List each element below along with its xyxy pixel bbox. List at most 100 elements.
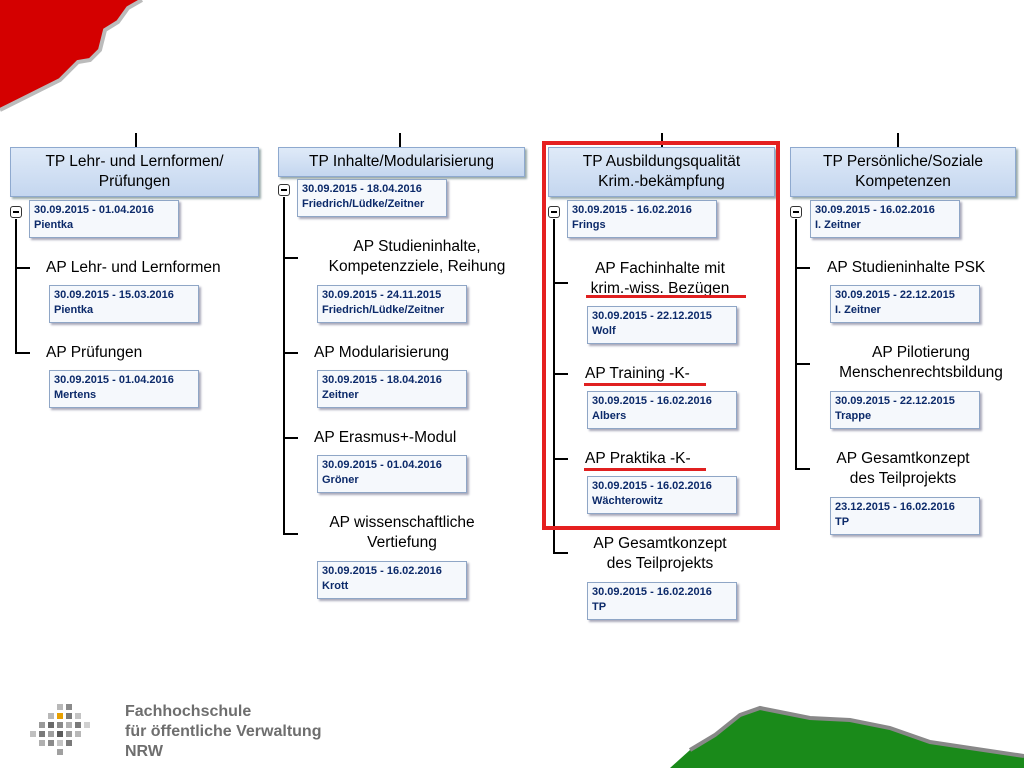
ap-date-box: 30.09.2015 - 16.02.2016 TP	[587, 582, 737, 620]
date-range: 30.09.2015 - 16.02.2016	[322, 565, 442, 577]
collapse-icon[interactable]	[278, 184, 290, 196]
tp-date-box: 30.09.2015 - 01.04.2016 Pientka	[29, 200, 179, 238]
date-range: 30.09.2015 - 01.04.2016	[34, 204, 154, 216]
responsible-person: Frings	[572, 219, 606, 231]
tree-branch	[283, 533, 298, 535]
ap-label: AP Praktika -K-	[585, 450, 691, 467]
tree-line	[795, 219, 797, 470]
tree-branch	[553, 458, 568, 460]
date-range: 30.09.2015 - 22.12.2015	[592, 310, 712, 322]
tp-header-line: TP Persönliche/Soziale	[823, 153, 983, 170]
connector-top-2	[399, 133, 401, 147]
date-range: 30.09.2015 - 01.04.2016	[54, 374, 174, 386]
ap-date-box: 30.09.2015 - 18.04.2016 Zeitner	[317, 370, 467, 408]
responsible-person: Krott	[322, 580, 349, 592]
fhoev-logo-text: Fachhochschule für öffentliche Verwaltun…	[125, 702, 321, 762]
tp-header-line: Kompetenzen	[855, 173, 951, 190]
responsible-person: I. Zeitner	[815, 219, 861, 231]
responsible-person: Wächterowitz	[592, 495, 663, 507]
date-range: 30.09.2015 - 22.12.2015	[835, 289, 955, 301]
responsible-person: Gröner	[322, 474, 359, 486]
red-underline	[586, 295, 746, 298]
tree-branch	[283, 352, 298, 354]
date-range: 30.09.2015 - 16.02.2016	[572, 204, 692, 216]
connector-top-4	[897, 133, 899, 147]
responsible-person: TP	[835, 516, 850, 528]
logo-line: Fachhochschule	[125, 703, 252, 720]
responsible-person: TP	[592, 601, 607, 613]
connector-top-1	[135, 133, 137, 147]
connector-top-3	[661, 133, 663, 147]
date-range: 30.09.2015 - 16.02.2016	[592, 395, 712, 407]
tp-header-line: Krim.-bekämpfung	[598, 173, 725, 190]
tree-line	[553, 219, 555, 554]
logo-line: für öffentliche Verwaltung	[125, 723, 322, 740]
responsible-person: Trappe	[835, 410, 872, 422]
date-range: 30.09.2015 - 18.04.2016	[322, 374, 442, 386]
tp-date-box: 30.09.2015 - 18.04.2016 Friedrich/Lüdke/…	[297, 179, 447, 217]
responsible-person: Pientka	[34, 219, 74, 231]
collapse-icon[interactable]	[548, 206, 560, 218]
tp-header-line: TP Ausbildungsqualität	[582, 153, 741, 170]
tp-header-lehrformen[interactable]: TP Lehr- und Lernformen/Prüfungen	[10, 147, 259, 197]
ap-label: AP Lehr- und Lernformen	[46, 259, 221, 276]
ap-label: AP Modularisierung	[314, 344, 449, 361]
tree-line	[15, 219, 17, 354]
tp-date-box: 30.09.2015 - 16.02.2016 Frings	[567, 200, 717, 238]
ap-date-box: 30.09.2015 - 16.02.2016 Krott	[317, 561, 467, 599]
responsible-person: Friedrich/Lüdke/Zeitner	[302, 198, 425, 210]
date-range: 30.09.2015 - 22.12.2015	[835, 395, 955, 407]
ap-label: AP Training -K-	[585, 365, 690, 382]
ap-date-box: 30.09.2015 - 01.04.2016 Gröner	[317, 455, 467, 493]
tp-header-line: Prüfungen	[98, 173, 171, 190]
green-corner-decoration	[670, 705, 1024, 768]
responsible-person: I. Zeitner	[835, 304, 881, 316]
date-range: 30.09.2015 - 18.04.2016	[302, 183, 422, 195]
ap-date-box: 30.09.2015 - 16.02.2016 Wächterowitz	[587, 476, 737, 514]
collapse-icon[interactable]	[790, 206, 802, 218]
ap-date-box: 30.09.2015 - 22.12.2015 Wolf	[587, 306, 737, 344]
responsible-person: Mertens	[54, 389, 97, 401]
date-range: 30.09.2015 - 16.02.2016	[592, 480, 712, 492]
red-underline	[584, 383, 706, 386]
date-range: 30.09.2015 - 15.03.2016	[54, 289, 174, 301]
ap-label: AP Prüfungen	[46, 344, 143, 361]
ap-date-box: 23.12.2015 - 16.02.2016 TP	[830, 497, 980, 535]
ap-date-box: 30.09.2015 - 01.04.2016 Mertens	[49, 370, 199, 408]
date-range: 23.12.2015 - 16.02.2016	[835, 501, 955, 513]
collapse-icon[interactable]	[10, 206, 22, 218]
tree-branch	[795, 468, 810, 470]
ap-date-box: 30.09.2015 - 22.12.2015 Trappe	[830, 391, 980, 429]
responsible-person: Friedrich/Lüdke/Zeitner	[322, 304, 445, 316]
red-highlight-frame	[542, 141, 780, 530]
tp-header-line: TP Lehr- und Lernformen/	[45, 153, 224, 170]
tree-branch	[795, 267, 810, 269]
responsible-person: Albers	[592, 410, 627, 422]
tree-branch	[15, 267, 30, 269]
tp-header-inhalte[interactable]: TP Inhalte/Modularisierung	[278, 147, 525, 177]
responsible-person: Wolf	[592, 325, 616, 337]
tree-branch	[553, 373, 568, 375]
tree-branch	[283, 437, 298, 439]
date-range: 30.09.2015 - 01.04.2016	[322, 459, 442, 471]
red-underline	[584, 468, 706, 471]
ap-date-box: 30.09.2015 - 24.11.2015 Friedrich/Lüdke/…	[317, 285, 467, 323]
ap-label: AP Erasmus+-Modul	[314, 429, 457, 446]
red-corner-decoration	[0, 0, 143, 112]
ap-label: AP Studieninhalte PSK	[827, 259, 986, 276]
tp-date-box: 30.09.2015 - 16.02.2016 I. Zeitner	[810, 200, 960, 238]
date-range: 30.09.2015 - 16.02.2016	[815, 204, 935, 216]
date-range: 30.09.2015 - 24.11.2015	[322, 289, 442, 301]
tree-line	[283, 197, 285, 535]
ap-label: AP Studieninhalte,Kompetenzziele, Reihun…	[328, 238, 506, 275]
tree-branch	[553, 282, 568, 284]
tree-branch	[795, 363, 810, 365]
ap-date-box: 30.09.2015 - 22.12.2015 I. Zeitner	[830, 285, 980, 323]
